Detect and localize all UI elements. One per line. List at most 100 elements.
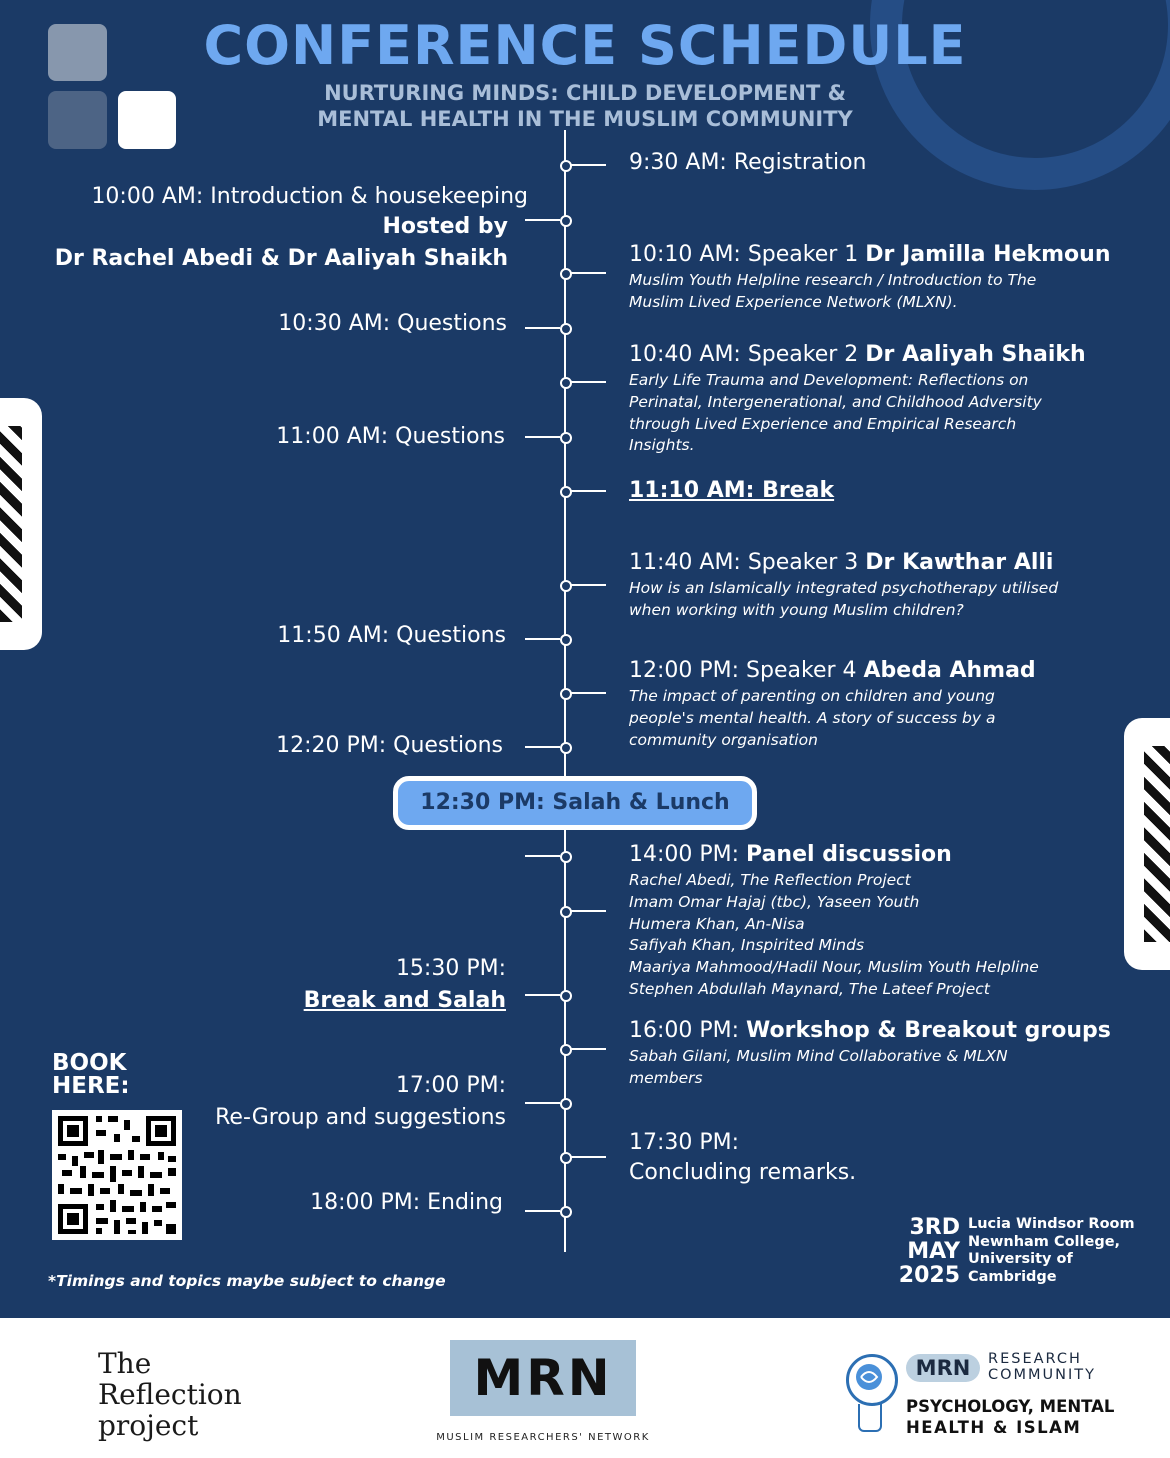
timeline-tick xyxy=(525,219,560,221)
schedule-item-speaker-2: 10:40 AM: Speaker 2 Dr Aaliyah Shaikh Ea… xyxy=(629,340,1109,457)
lunch-pill: 12:30 PM: Salah & Lunch xyxy=(393,776,757,830)
logo-line: The xyxy=(98,1347,152,1380)
panel-member: Humera Khan, An-Nisa xyxy=(629,914,805,933)
book-here-label: BOOK HERE: xyxy=(52,1052,130,1098)
timeline-node xyxy=(560,990,572,1002)
subtitle-line: NURTURING MINDS: CHILD DEVELOPMENT & xyxy=(324,81,846,105)
timeline-tick xyxy=(571,381,606,383)
schedule-item-registration: 9:30 AM: Registration xyxy=(629,150,867,175)
schedule-item-speaker-4: 12:00 PM: Speaker 4 Abeda Ahmad The impa… xyxy=(629,656,1109,751)
schedule-item-regroup: 17:00 PM: Re-Group and suggestions xyxy=(215,1071,506,1133)
timeline-node xyxy=(560,323,572,335)
date-line: MAY xyxy=(907,1239,960,1264)
page-title: CONFERENCE SCHEDULE xyxy=(203,14,967,77)
schedule-item-break-salah: 15:30 PM: Break and Salah xyxy=(304,954,506,1016)
logo-line: project xyxy=(98,1409,199,1442)
timeline-node xyxy=(560,215,572,227)
venue-line: Cambridge xyxy=(968,1268,1057,1285)
item-time: 15:30 PM: xyxy=(395,956,506,981)
item-time: 10:40 AM: Speaker 2 xyxy=(629,342,866,367)
brain-graphic xyxy=(856,1364,882,1390)
hosted-by-label: Hosted by xyxy=(382,214,508,239)
schedule-item-q4: 12:20 PM: Questions xyxy=(276,733,503,758)
date-line: 3RD xyxy=(909,1215,960,1240)
timeline-tick xyxy=(525,436,560,438)
item-time: 11:40 AM: Speaker 3 xyxy=(629,550,866,575)
subtitle: NURTURING MINDS: CHILD DEVELOPMENT & MEN… xyxy=(230,80,940,132)
bulb-base-icon xyxy=(858,1404,882,1432)
item-description: Early Life Trauma and Development: Refle… xyxy=(629,371,1042,455)
schedule-item-speaker-1: 10:10 AM: Speaker 1 Dr Jamilla Hekmoun M… xyxy=(629,240,1111,314)
logo-line: Reflection xyxy=(98,1378,242,1411)
square-decor-icon xyxy=(48,24,107,81)
research-community-label: RESEARCH COMMUNITY xyxy=(988,1351,1097,1383)
timeline-node xyxy=(560,486,572,498)
qr-code-icon[interactable] xyxy=(52,1110,182,1240)
timeline-tick xyxy=(571,164,606,166)
timeline-tick xyxy=(571,490,606,492)
workshop-title: Workshop & Breakout groups xyxy=(746,1018,1111,1043)
poster: CONFERENCE SCHEDULE NURTURING MINDS: CHI… xyxy=(0,0,1170,1318)
striped-tab-icon xyxy=(0,398,42,650)
schedule-item-speaker-3: 11:40 AM: Speaker 3 Dr Kawthar Alli How … xyxy=(629,548,1109,622)
item-time: 10:00 AM: Introduction & housekeeping xyxy=(91,184,528,209)
schedule-item-workshop: 16:00 PM: Workshop & Breakout groups Sab… xyxy=(629,1016,1111,1090)
panel-member: Maariya Mahmood/Hadil Nour, Muslim Youth… xyxy=(629,958,1039,977)
venue-line: University of xyxy=(968,1251,1073,1267)
item-time: 12:00 PM: Speaker 4 xyxy=(629,658,864,683)
item-description: Muslim Youth Helpline research / Introdu… xyxy=(629,271,1037,311)
schedule-item-panel: 14:00 PM: Panel discussion Rachel Abedi,… xyxy=(629,840,1109,1001)
disclaimer-note: *Timings and topics maybe subject to cha… xyxy=(48,1272,446,1290)
item-label: Concluding remarks. xyxy=(629,1160,857,1185)
timeline-node xyxy=(560,634,572,646)
item-time: 14:00 PM: xyxy=(629,842,747,867)
striped-tab-icon xyxy=(1124,718,1170,970)
timeline-node xyxy=(560,1152,572,1164)
timeline-node xyxy=(560,1098,572,1110)
timeline-node xyxy=(560,432,572,444)
book-line: HERE: xyxy=(52,1073,130,1099)
lightbulb-brain-icon xyxy=(846,1354,898,1406)
rc-line: RESEARCH xyxy=(988,1351,1082,1367)
schedule-item-q1: 10:30 AM: Questions xyxy=(278,311,507,336)
venue-line: Newnham College, xyxy=(968,1233,1121,1250)
timeline-tick xyxy=(571,910,606,912)
event-venue: Lucia Windsor Room Newnham College, Univ… xyxy=(968,1216,1135,1286)
timeline-tick xyxy=(571,692,606,694)
timeline-node xyxy=(560,851,572,863)
timeline-tick xyxy=(571,1048,606,1050)
item-label: Re-Group and suggestions xyxy=(215,1105,506,1130)
timeline-node xyxy=(560,1044,572,1056)
psychology-mental-health-label: PSYCHOLOGY, MENTAL HEALTH & ISLAM xyxy=(906,1396,1114,1438)
schedule-item-intro: 10:00 AM: Introduction & housekeeping Ho… xyxy=(54,182,528,274)
item-description: The impact of parenting on children and … xyxy=(629,687,996,749)
timeline-node xyxy=(560,688,572,700)
pmh-line: HEALTH & ISLAM xyxy=(906,1418,1082,1437)
timeline-node xyxy=(560,742,572,754)
item-time: 17:30 PM: xyxy=(629,1130,740,1155)
schedule-item-break: 11:10 AM: Break xyxy=(629,478,835,503)
book-line: BOOK xyxy=(52,1050,127,1076)
speaker-name: Dr Kawthar Alli xyxy=(865,550,1054,575)
schedule-item-q3: 11:50 AM: Questions xyxy=(277,623,506,648)
item-label: Break and Salah xyxy=(303,988,506,1013)
timeline-tick xyxy=(525,994,560,996)
host-names: Dr Rachel Abedi & Dr Aaliyah Shaikh xyxy=(54,246,508,271)
square-decor-icon xyxy=(118,91,176,149)
event-date: 3RD MAY 2025 xyxy=(880,1216,960,1288)
rc-line: COMMUNITY xyxy=(988,1366,1097,1383)
panel-member: Safiyah Khan, Inspirited Minds xyxy=(629,936,865,955)
reflection-project-logo: The Reflection project xyxy=(98,1348,242,1441)
schedule-item-concluding: 17:30 PM: Concluding remarks. xyxy=(629,1128,1109,1188)
timeline-node xyxy=(560,906,572,918)
timeline-node xyxy=(560,1206,572,1218)
qr-code-graphic xyxy=(58,1116,176,1234)
timeline-tick xyxy=(525,1102,560,1104)
schedule-item-ending: 18:00 PM: Ending xyxy=(310,1190,503,1215)
timeline-tick xyxy=(525,855,560,857)
timeline-node xyxy=(560,580,572,592)
item-time: 10:10 AM: Speaker 1 xyxy=(629,242,866,267)
timeline-tick xyxy=(525,327,560,329)
speaker-name: Dr Jamilla Hekmoun xyxy=(865,242,1111,267)
subtitle-line: MENTAL HEALTH IN THE MUSLIM COMMUNITY xyxy=(317,107,853,131)
